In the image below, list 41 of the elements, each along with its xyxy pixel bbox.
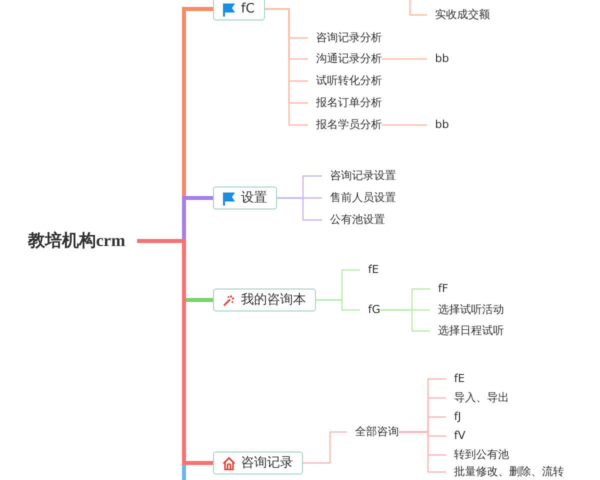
topic-label: fC	[241, 0, 255, 18]
connector-line	[277, 197, 322, 221]
root-topic: 教培机构crm	[28, 230, 126, 252]
topic-label: 导入、导出	[454, 391, 509, 405]
topic-label: fJ	[454, 410, 462, 424]
connector-line	[409, 0, 427, 16]
topic-box	[213, 0, 265, 20]
topic-box	[213, 288, 316, 312]
topic-label: 我的咨询本	[241, 292, 306, 310]
topic-label: fE	[454, 372, 465, 386]
topic-label: 选择日程试听	[438, 324, 504, 338]
connector-line	[399, 431, 446, 473]
connector-line	[382, 124, 427, 126]
topic-label: 设置	[241, 190, 267, 208]
topic-label: 咨询记录	[241, 454, 293, 472]
connector-line	[380, 309, 430, 332]
topic-box	[213, 186, 277, 210]
topic-label: 试听转化分析	[316, 74, 382, 88]
topic-label: fG	[368, 303, 380, 317]
topic-label: 咨询记录分析	[316, 31, 382, 45]
topic-label: bb	[435, 52, 449, 66]
topic-label: fE	[368, 263, 379, 277]
topic-label: 实收成交额	[435, 8, 490, 22]
topic-label: 咨询记录设置	[330, 169, 396, 183]
topic-label: 转到公有池	[454, 448, 509, 462]
topic-label: 报名学员分析	[316, 118, 382, 132]
connector-line	[264, 8, 308, 126]
connector-line	[316, 299, 360, 311]
topic-label: 售前人员设置	[330, 191, 396, 205]
topic-label: 报名订单分析	[316, 96, 382, 110]
topic-label: 批量修改、删除、流转	[454, 465, 564, 479]
topic-label: fF	[438, 282, 448, 296]
topic-label: 选择试听活动	[438, 303, 504, 317]
connector-line	[382, 58, 427, 60]
topic-label: 公有池设置	[330, 213, 385, 227]
topic-label: 沟通记录分析	[316, 52, 382, 66]
topic-box	[213, 452, 303, 474]
connector-line	[303, 431, 347, 464]
topic-label: bb	[435, 118, 449, 132]
topic-label: 全部咨询	[355, 425, 399, 439]
topic-label: fV	[454, 429, 466, 443]
